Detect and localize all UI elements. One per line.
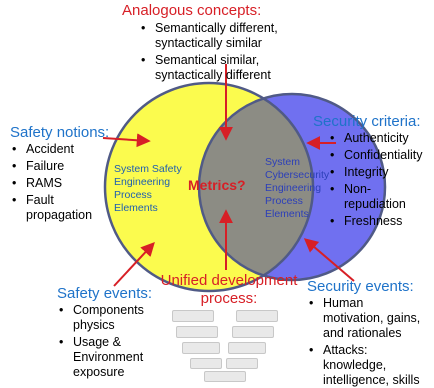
safety-notions-title: Safety notions: bbox=[10, 124, 110, 141]
process-thumbnail bbox=[170, 308, 280, 382]
arrow-security-events bbox=[303, 238, 355, 282]
list-item: Failure bbox=[8, 159, 92, 174]
list-item: Freshness bbox=[326, 214, 423, 229]
list-item: Confidentiality bbox=[326, 148, 423, 163]
list-item: RAMS bbox=[8, 176, 92, 191]
security-criteria-list: Authenticity Confidentiality Integrity N… bbox=[326, 131, 423, 229]
list-item: Accident bbox=[8, 142, 92, 157]
analogous-title: Analogous concepts: bbox=[122, 2, 262, 19]
overlap-region bbox=[199, 94, 313, 280]
safety-events-title: Safety events: bbox=[57, 285, 153, 302]
arrow-safety-events bbox=[113, 241, 155, 287]
list-item: Non-repudiation bbox=[326, 182, 423, 212]
list-item: Attacks:knowledge,intelligence, skills bbox=[305, 343, 420, 388]
safety-circle-label: System Safety Engineering Process Elemen… bbox=[114, 163, 182, 214]
security-criteria-title: Security criteria: bbox=[313, 113, 421, 130]
list-item: Semantically different,syntactically sim… bbox=[137, 21, 278, 51]
list-item: Authenticity bbox=[326, 131, 423, 146]
security-circle-label: System Cybersecurity Engineering Process… bbox=[265, 156, 330, 220]
list-item: Integrity bbox=[326, 165, 423, 180]
metrics-label: Metrics? bbox=[188, 177, 246, 193]
list-item: Semantical similar,syntactically differe… bbox=[137, 53, 278, 83]
analogous-list: Semantically different,syntactically sim… bbox=[137, 21, 278, 83]
unified-title: Unified development process: bbox=[160, 272, 298, 307]
security-events-title: Security events: bbox=[307, 278, 414, 295]
arrow-safety-notions bbox=[102, 133, 151, 148]
